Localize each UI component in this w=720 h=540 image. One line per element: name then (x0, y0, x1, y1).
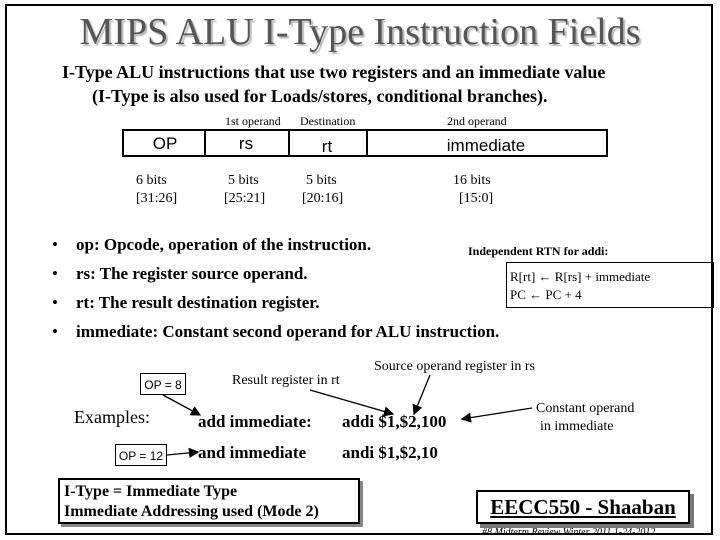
range-immediate: [15:0] (459, 191, 494, 206)
range-rt: [20:16] (302, 191, 344, 206)
slide-frame (5, 4, 713, 535)
rtn-heading: Independent RTN for addi: (468, 244, 609, 258)
source-operand-note: Source operand register in rs (374, 359, 535, 374)
examples-label: Examples: (74, 407, 150, 427)
arrow-source-rs (412, 374, 431, 416)
field-divider (204, 131, 206, 155)
field-rs: rs (238, 134, 254, 153)
subtitle-line-2: (I-Type is also used for Loads/stores, c… (92, 86, 548, 106)
itype-note-line-2: Immediate Addressing used (Mode 2) (64, 503, 319, 520)
arrow-constant-immediate (460, 407, 533, 423)
label-second-operand: 2nd operand (447, 114, 507, 128)
example-andi-name: and immediate (198, 443, 307, 462)
constant-operand-note-1: Constant operand (536, 401, 635, 416)
opcode-box-andi: OP = 12 (115, 444, 167, 466)
bits-immediate: 16 bits (453, 173, 491, 188)
bits-op: 6 bits (136, 173, 167, 188)
subtitle-line-1: I-Type ALU instructions that use two reg… (62, 62, 606, 82)
bullet-op: •op: Opcode, operation of the instructio… (52, 235, 372, 254)
field-immediate: immediate (446, 136, 526, 155)
itype-note-line-1: I-Type = Immediate Type (64, 483, 238, 500)
arrow-op8-to-addi (162, 394, 202, 416)
range-rs: [25:21] (224, 191, 266, 206)
rtn-box: R[rt] ← R[rs] + immediate PC ← PC + 4 (506, 262, 714, 308)
course-badge: EECC550 - Shaaban (476, 490, 690, 524)
bullet-rt: •rt: The result destination register. (52, 293, 320, 312)
constant-operand-note-2: in immediate (540, 419, 614, 434)
itype-note-box: I-Type = Immediate Type Immediate Addres… (58, 478, 360, 524)
bits-rs: 5 bits (228, 173, 259, 188)
field-op: OP (152, 134, 178, 153)
rtn-line-2: PC ← PC + 4 (510, 287, 582, 302)
rtn-line-1: R[rt] ← R[rs] + immediate (510, 269, 651, 284)
field-divider (366, 131, 368, 155)
arrow-op12-to-andi (166, 447, 200, 459)
slide-title: MIPS ALU I-Type Instruction Fields (79, 11, 641, 53)
example-andi-asm: andi $1,$2,10 (342, 443, 438, 462)
field-rt: rt (321, 137, 333, 156)
bits-rt: 5 bits (306, 173, 337, 188)
slide-footer: #8 Midterm Review Winter 2011 1-24-2012 (482, 527, 656, 538)
field-divider (288, 131, 290, 155)
example-addi-name: add immediate: (198, 412, 312, 431)
bullet-immediate: •immediate: Constant second operand for … (52, 322, 500, 341)
example-addi-asm: addi $1,$2,100 (342, 412, 447, 431)
opcode-box-addi: OP = 8 (140, 373, 186, 395)
bullet-rs: •rs: The register source operand. (52, 264, 308, 283)
result-register-note: Result register in rt (232, 373, 340, 388)
label-destination: Destination (300, 114, 356, 128)
arrow-result-rt (309, 389, 395, 417)
label-first-operand: 1st operand (225, 114, 281, 128)
range-op: [31:26] (136, 191, 178, 206)
instruction-format-row: OP rs rt immediate (122, 129, 608, 157)
